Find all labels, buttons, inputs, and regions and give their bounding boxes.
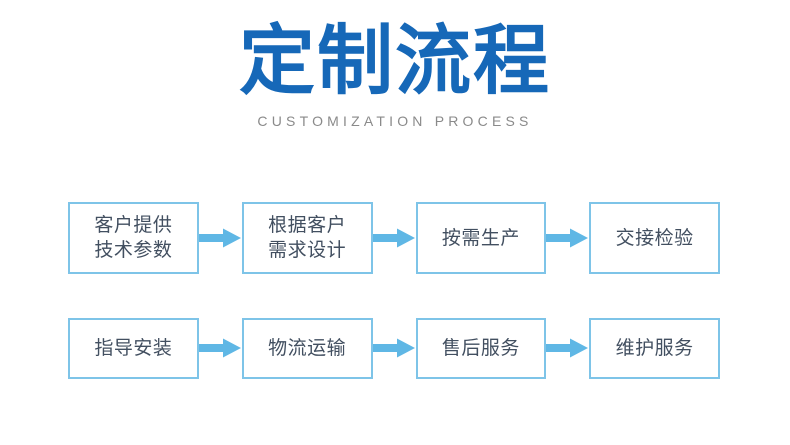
- process-step-box[interactable]: 售后服务: [415, 317, 547, 379]
- process-step-label: 技术参数: [94, 239, 173, 261]
- process-step-label: 交接检验: [615, 226, 694, 249]
- process-step-box[interactable]: 物流运输: [241, 317, 373, 379]
- arrow-right-icon: [198, 228, 242, 248]
- page-subtitle: CUSTOMIZATION PROCESS: [257, 113, 533, 129]
- process-step-label: 维护服务: [615, 336, 694, 359]
- process-step-label: 按需生产: [441, 226, 520, 249]
- process-step-label: 需求设计: [268, 239, 347, 261]
- page-title: 定制流程: [239, 16, 551, 105]
- process-step-box[interactable]: 维护服务: [589, 317, 720, 379]
- process-row-2: 指导安装 物流运输 售后服务 维护服务: [68, 317, 720, 379]
- arrow-right-icon: [372, 228, 416, 248]
- arrow-right-icon: [198, 338, 242, 358]
- process-step-label: 客户提供: [94, 214, 173, 236]
- process-step-box[interactable]: 按需生产: [415, 202, 547, 274]
- process-step-box[interactable]: 指导安装: [68, 317, 199, 379]
- process-step-box[interactable]: 客户提供技术参数: [68, 202, 199, 274]
- process-row-1: 客户提供技术参数根据客户需求设计按需生产交接检验: [68, 202, 720, 274]
- header: 定制流程 CUSTOMIZATION PROCESS: [0, 18, 790, 130]
- process-step-label: 指导安装: [94, 336, 173, 359]
- process-step-box[interactable]: 根据客户需求设计: [241, 202, 373, 274]
- process-step-label: 售后服务: [441, 336, 520, 359]
- process-step-label: 根据客户: [268, 214, 347, 236]
- arrow-right-icon: [372, 338, 416, 358]
- process-step-label: 物流运输: [268, 336, 347, 359]
- arrow-right-icon: [546, 228, 589, 248]
- arrow-right-icon: [546, 338, 589, 358]
- process-step-box[interactable]: 交接检验: [589, 202, 720, 274]
